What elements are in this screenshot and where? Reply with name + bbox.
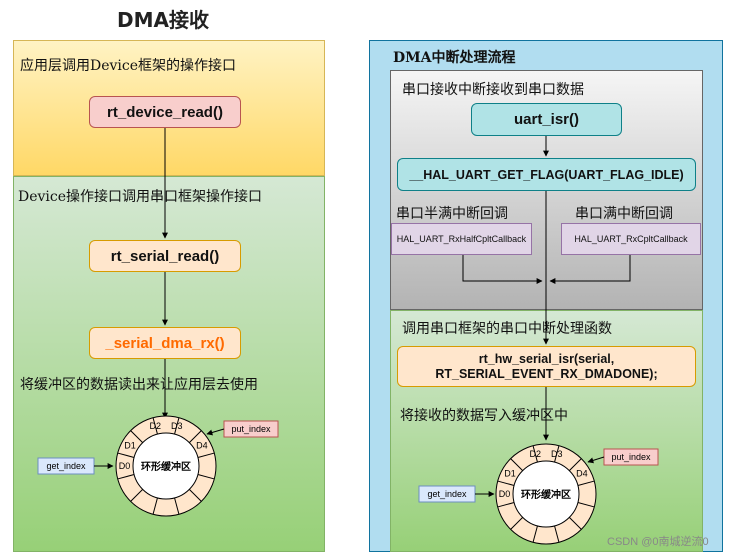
- serial-isr-label: 调用串口框架的串口中断处理函数: [402, 321, 612, 337]
- ring-divider-left: [130, 430, 144, 444]
- watermark: CSDN @0南城逆流0: [607, 536, 709, 548]
- ring-divider-left: [174, 497, 180, 515]
- ring-divider-right: [532, 445, 538, 463]
- ring-segment-left: D3: [171, 421, 183, 431]
- half-full-callback-label: 串口半满中断回调: [396, 206, 508, 222]
- ring-divider-right: [568, 458, 582, 472]
- ring-divider-left: [174, 417, 180, 435]
- ring-divider-left: [152, 497, 158, 515]
- ring-divider-left: [152, 417, 158, 435]
- put-index-arrow-left: [206, 428, 225, 436]
- ring-divider-left: [130, 488, 144, 502]
- ring-segment-right: D2: [530, 449, 542, 459]
- put-index-label-right: put_index: [611, 452, 651, 462]
- rt-hw-serial-isr-box: rt_hw_serial_isr(serial, RT_SERIAL_EVENT…: [397, 346, 696, 387]
- ring-inner-left: [132, 432, 200, 500]
- uart-isr-box: uart_isr(): [471, 103, 622, 136]
- ring-divider-right: [510, 458, 524, 472]
- get-index-label-left: get_index: [46, 461, 86, 471]
- dma-interrupt-header: DMA中断处理流程: [393, 50, 516, 66]
- ring-center-label-right: 环形缓冲区: [521, 488, 571, 501]
- rx-half-cplt-callback-box: HAL_UART_RxHalfCpltCallback: [391, 223, 532, 255]
- ring-divider-right: [532, 525, 538, 543]
- ring-segment-right: D3: [551, 449, 563, 459]
- ring-divider-left: [197, 452, 215, 458]
- serial-dma-rx-box: _serial_dma_rx(): [89, 327, 241, 359]
- ring-divider-right: [554, 445, 560, 463]
- rt-device-read-box: rt_device_read(): [89, 96, 241, 128]
- ring-segment-left: D0: [119, 461, 131, 471]
- ring-divider-right: [554, 525, 560, 543]
- isr-call-line1: rt_hw_serial_isr(serial,: [478, 351, 615, 366]
- put-index-label-left: put_index: [231, 424, 271, 434]
- isr-call-line2: RT_SERIAL_EVENT_RX_DMADONE);: [435, 366, 658, 381]
- buffer-read-label: 将缓冲区的数据读出来让应用层去使用: [20, 377, 258, 393]
- ring-divider-right: [577, 502, 595, 508]
- full-callback-label: 串口满中断回调: [575, 206, 673, 222]
- uart-rx-interrupt-label: 串口接收中断接收到串口数据: [402, 82, 584, 98]
- ring-segment-right: D0: [499, 489, 511, 499]
- arrow-half-callback-merge: [462, 255, 543, 284]
- ring-divider-left: [188, 430, 202, 444]
- rt-serial-read-box: rt_serial_read(): [89, 240, 241, 272]
- ring-divider-right: [510, 516, 524, 530]
- get-flag-box: __HAL_UART_GET_FLAG(UART_FLAG_IDLE): [397, 158, 696, 191]
- ring-segment-right: D4: [576, 468, 588, 478]
- ring-segment-right: D1: [504, 468, 516, 478]
- ring-divider-right: [497, 502, 515, 508]
- device-layer-label: Device操作接口调用串口框架操作接口: [18, 189, 263, 205]
- ring-divider-right: [568, 516, 582, 530]
- rx-cplt-callback-box: HAL_UART_RxCpltCallback: [561, 223, 701, 255]
- ring-center-label-left: 环形缓冲区: [141, 460, 191, 473]
- ring-divider-left: [117, 452, 135, 458]
- ring-segment-left: D2: [150, 421, 162, 431]
- ring-divider-right: [497, 480, 515, 486]
- put-index-arrow-right: [587, 456, 605, 464]
- ring-inner-right: [512, 460, 580, 528]
- app-layer-label: 应用层调用Device框架的操作接口: [20, 58, 237, 74]
- write-buffer-label: 将接收的数据写入缓冲区中: [400, 408, 568, 424]
- ring-divider-right: [577, 480, 595, 486]
- ring-divider-left: [117, 474, 135, 480]
- ring-divider-left: [197, 474, 215, 480]
- ring-segment-left: D1: [124, 440, 136, 450]
- get-index-label-right: get_index: [427, 489, 467, 499]
- ring-segment-left: D4: [196, 440, 208, 450]
- arrow-full-callback-merge: [549, 255, 631, 284]
- ring-divider-left: [188, 488, 202, 502]
- page-title: DMA接收: [117, 8, 209, 32]
